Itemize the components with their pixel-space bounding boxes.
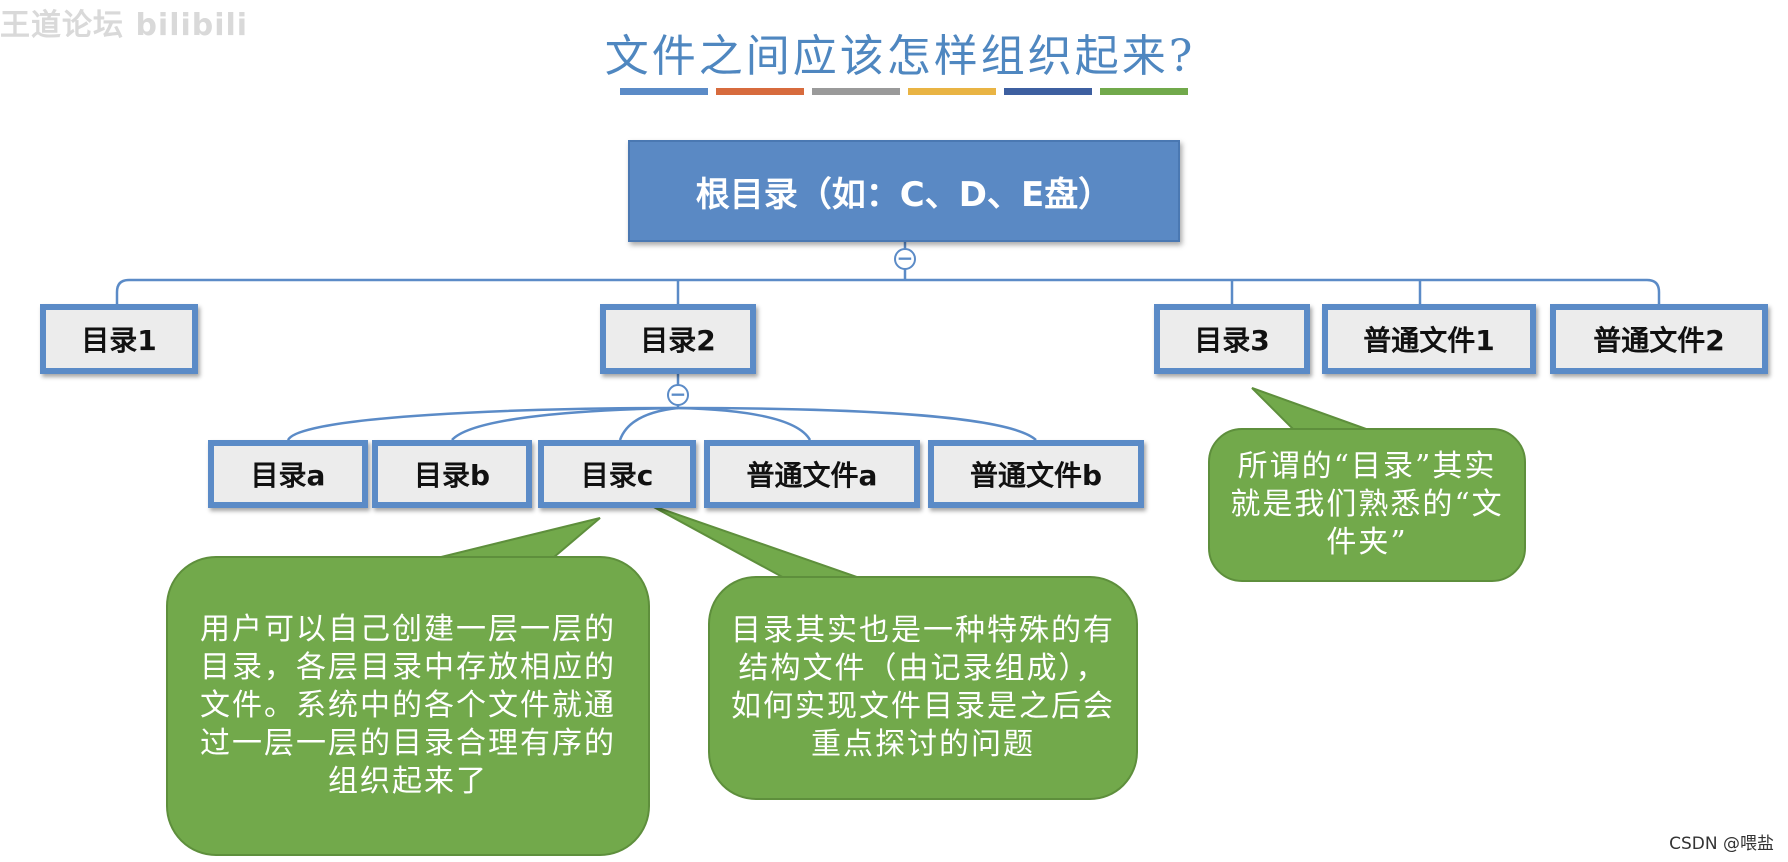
footer-credit: CSDN @喂盐 (1669, 834, 1774, 854)
node-dir3: 目录3 (1154, 304, 1310, 374)
page-title: 文件之间应该怎样组织起来? (604, 31, 1196, 82)
node-dirb: 目录b (372, 440, 532, 508)
connector-dirb (451, 406, 679, 441)
dir2-collapse-icon[interactable]: − (667, 384, 689, 406)
title-bar-3 (812, 88, 900, 95)
connector-fileb (677, 406, 1037, 441)
level1-bus (115, 278, 1661, 304)
node-dirc: 目录c (538, 440, 696, 508)
callout-folder: 所谓的“目录”其实就是我们熟悉的“文件夹” (1208, 428, 1526, 582)
title-bar-4 (908, 88, 996, 95)
callout-dir-file: 目录其实也是一种特殊的有结构文件（由记录组成），如何实现文件目录是之后会重点探讨… (708, 576, 1138, 800)
node-dir1: 目录1 (40, 304, 198, 374)
title-bar-2 (716, 88, 804, 95)
node-dira: 目录a (208, 440, 368, 508)
callout-user-dirs: 用户可以自己创建一层一层的目录，各层目录中存放相应的文件。系统中的各个文件就通过… (166, 556, 650, 856)
title-bar-5 (1004, 88, 1092, 95)
title-bar-6 (1100, 88, 1188, 95)
node-fileb: 普通文件b (928, 440, 1144, 508)
connector-dira (286, 406, 679, 441)
node-dir2: 目录2 (600, 304, 756, 374)
node-file2: 普通文件2 (1550, 304, 1768, 374)
node-filea: 普通文件a (704, 440, 920, 508)
root-directory-node: 根目录（如：C、D、E盘） (628, 140, 1180, 242)
root-collapse-icon[interactable]: − (894, 248, 916, 270)
title-bar-1 (620, 88, 708, 95)
node-file1: 普通文件1 (1322, 304, 1536, 374)
watermark-logo: 王道论坛 bilibili (0, 8, 249, 40)
connector-dirc (618, 406, 679, 441)
connector-filea (677, 406, 812, 441)
